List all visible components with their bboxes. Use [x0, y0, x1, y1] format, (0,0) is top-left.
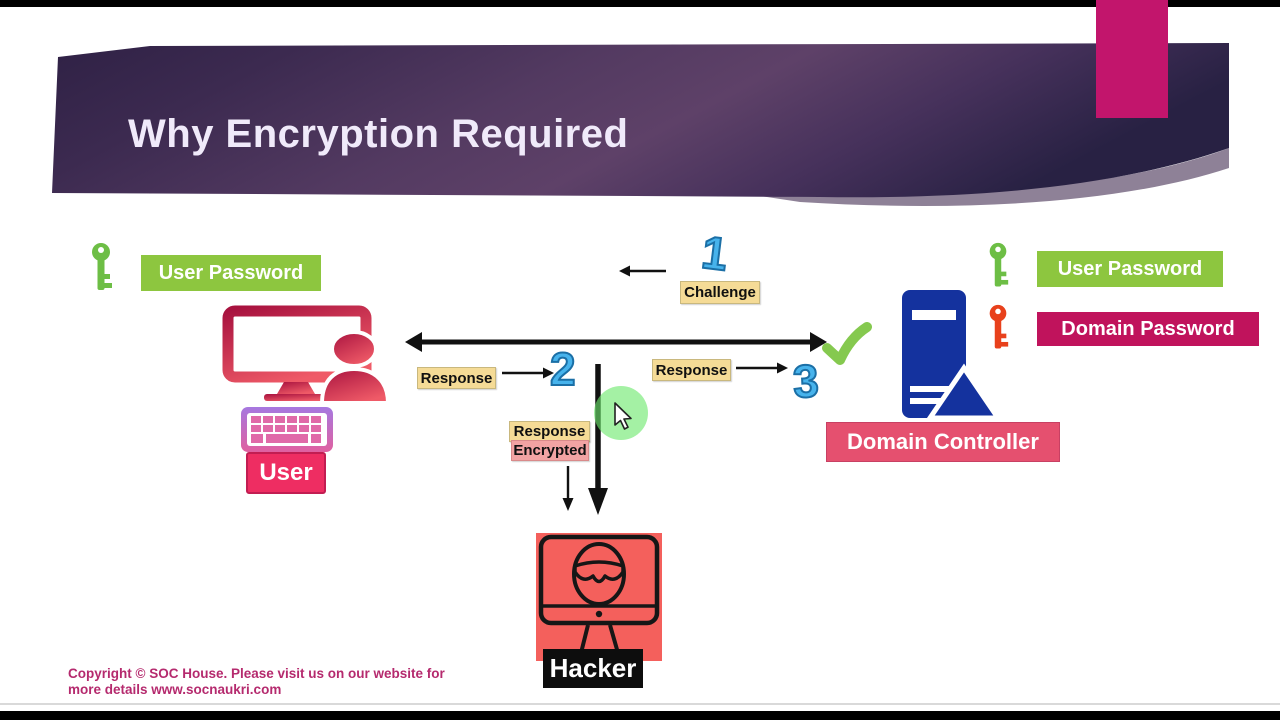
bottom-hairline [0, 703, 1280, 705]
copyright-text: Copyright © SOC House. Please visit us o… [68, 666, 488, 698]
copyright-line-1: Copyright © SOC House. Please visit us o… [68, 666, 445, 681]
title-band [52, 43, 1229, 206]
band-swoosh-underlay [760, 148, 1229, 206]
hacker-panel [536, 533, 662, 661]
hacker-monitor-icon [538, 534, 660, 654]
page-title: Why Encryption Required [128, 112, 629, 156]
key-icon-green-right [989, 242, 1009, 287]
response-right-tag: Response [652, 359, 731, 381]
user-password-badge-left: User Password [141, 255, 321, 291]
server-icon [902, 290, 1003, 421]
key-icon-red [989, 304, 1009, 349]
response-left-tag: Response [417, 367, 496, 389]
accent-pink-rectangle [1096, 0, 1168, 118]
response-right-arrow [736, 362, 788, 374]
mouse-cursor-icon [614, 402, 632, 430]
step-3-number: 3 [791, 353, 821, 408]
checkmark-icon [822, 322, 872, 365]
copyright-line-2: more details www.socnaukri.com [68, 682, 282, 697]
step-2-number: 2 [549, 343, 577, 395]
intercept-arrow-thin [562, 466, 574, 511]
challenge-tag: Challenge [680, 281, 760, 304]
response-left-arrow [502, 367, 554, 379]
response-encrypted-tag-line2: Encrypted [511, 440, 589, 461]
computer-user-icon [222, 305, 391, 403]
user-badge: User [246, 452, 326, 494]
main-double-arrow [405, 332, 827, 352]
response-encrypted-tag-line1: Response [509, 421, 590, 442]
domain-password-badge: Domain Password [1037, 312, 1259, 346]
key-icon-green-left [92, 243, 112, 290]
bottom-black-bar [0, 711, 1280, 720]
step-1-number: 1 [698, 225, 732, 282]
user-password-badge-right: User Password [1037, 251, 1223, 287]
top-black-bar [0, 0, 1280, 7]
hacker-badge: Hacker [543, 649, 643, 688]
keyboard-icon [241, 407, 333, 452]
challenge-arrow-left [619, 265, 666, 277]
band-main [52, 43, 1229, 198]
domain-controller-badge: Domain Controller [826, 422, 1060, 462]
